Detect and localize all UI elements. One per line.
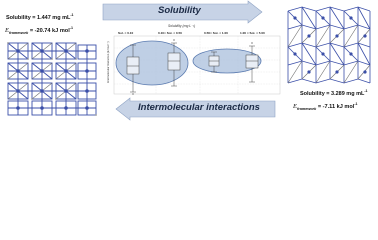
boxplot-group-2 [167, 42, 181, 87]
boxplot-group-3 [208, 51, 220, 73]
solubility-arrow-label: Solubility [158, 5, 201, 16]
boxplot-chart [113, 35, 281, 95]
right-solubility: Solubility = 3.289 mg mL-1 [300, 89, 368, 97]
range-label-3: 0.50< Sol. < 1.00 [204, 31, 228, 35]
range-label-1: Sol. < 0.10 [118, 31, 134, 35]
chart-x-title: Solubility (mg L⁻¹) [168, 24, 196, 28]
arrow-shapes [102, 0, 276, 121]
highlight-ellipse-right [192, 48, 262, 74]
solubility-arrow [102, 0, 263, 24]
range-label-4: 1.00 < Sol. < 5.00 [240, 31, 265, 35]
right-crystal-framework-image [287, 6, 371, 84]
right-framework-energy: Eframework = -7.11 kJ mol-1 [293, 102, 358, 111]
intermolecular-arrow-label: Intermolecular interactions [138, 102, 260, 113]
left-solubility: Solubility = 1.447 mg mL-1 [6, 13, 74, 21]
left-framework-energy: Eframework = -20.74 kJ mol-1 [5, 26, 73, 35]
left-crystal-framework-image [7, 42, 97, 116]
boxplot-group-1 [126, 44, 140, 93]
intermolecular-arrow [115, 97, 276, 121]
range-label-2: 0.10< Sol. < 0.50 [158, 31, 182, 35]
plot-frame [113, 35, 281, 95]
boxplot-group-4 [245, 45, 259, 83]
outlier-points [132, 39, 253, 95]
